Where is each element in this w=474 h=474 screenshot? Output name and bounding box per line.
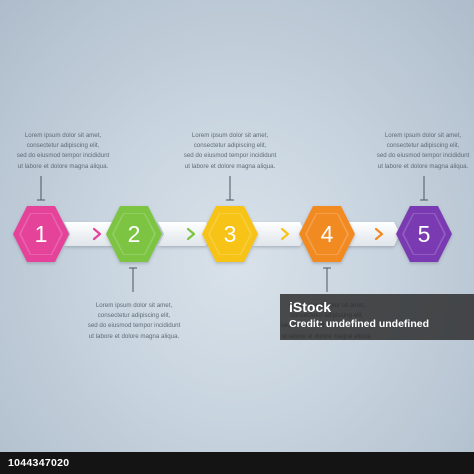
note-line: consectetur adipiscing elit,	[97, 312, 171, 320]
note-line: consectetur adipiscing elit,	[386, 142, 460, 150]
note-line: Lorem ipsum dolor sit amet,	[191, 132, 269, 139]
note-line: sed do eiusmod tempor incididunt	[376, 152, 470, 160]
step-1-note: Lorem ipsum dolor sit amet, consectetur …	[0, 131, 138, 172]
step-3-note: Lorem ipsum dolor sit amet, consectetur …	[155, 131, 305, 172]
note-line: consectetur adipiscing elit,	[193, 142, 267, 150]
step-5-number: 5	[418, 221, 431, 247]
note-line: ut labore et dolore magna aliqua.	[17, 162, 109, 170]
note-line: Lorem ipsum dolor sit amet,	[24, 132, 102, 139]
step-4-number: 4	[321, 221, 334, 247]
note-line: Lorem ipsum dolor sit amet,	[95, 302, 173, 309]
image-id: 1044347020	[8, 457, 70, 469]
connector-bands	[64, 222, 400, 246]
footer-bar: 1044347020	[0, 452, 474, 474]
step-2-note: Lorem ipsum dolor sit amet, consectetur …	[59, 301, 209, 342]
step-2-number: 2	[128, 221, 141, 247]
note-line: sed do eiusmod tempor incididunt	[16, 152, 110, 160]
note-line: ut labore et dolore magna aliqua.	[377, 162, 469, 170]
step-2-hexagon: 2	[106, 206, 162, 262]
note-line: consectetur adipiscing elit,	[26, 142, 100, 150]
watermark-brand: iStock	[289, 299, 332, 315]
step-5-hexagon: 5	[396, 206, 452, 262]
note-line: Lorem ipsum dolor sit amet,	[384, 132, 462, 139]
chevron-right-icon	[186, 227, 196, 241]
note-line: sed do eiusmod tempor incididunt	[183, 152, 277, 160]
step-3-number: 3	[224, 221, 237, 247]
chevron-right-icon	[92, 227, 102, 241]
watermark: iStock Credit: undefined undefined	[289, 299, 429, 331]
connector-band-2	[158, 222, 212, 246]
watermark-credit: Credit: undefined undefined	[289, 318, 429, 330]
chevron-right-icon	[374, 227, 384, 241]
step-1-number: 1	[35, 221, 48, 247]
chevrons	[92, 227, 384, 241]
connector-band-1	[64, 222, 118, 246]
chevron-right-icon	[280, 227, 290, 241]
step-4-hexagon: 4	[299, 206, 355, 262]
note-line: ut labore et dolore magna aliqua.	[88, 332, 180, 340]
watermark-overlay	[280, 294, 474, 340]
step-1-hexagon: 1	[13, 206, 69, 262]
leader-lines	[37, 176, 428, 292]
note-line: ut labore et dolore magna aliqua.	[184, 162, 276, 170]
connector-band-3	[252, 222, 306, 246]
connector-band-4	[346, 222, 400, 246]
step-5-note: Lorem ipsum dolor sit amet, consectetur …	[348, 131, 474, 172]
note-line: sed do eiusmod tempor incididunt	[87, 322, 181, 330]
step-3-hexagon: 3	[202, 206, 258, 262]
